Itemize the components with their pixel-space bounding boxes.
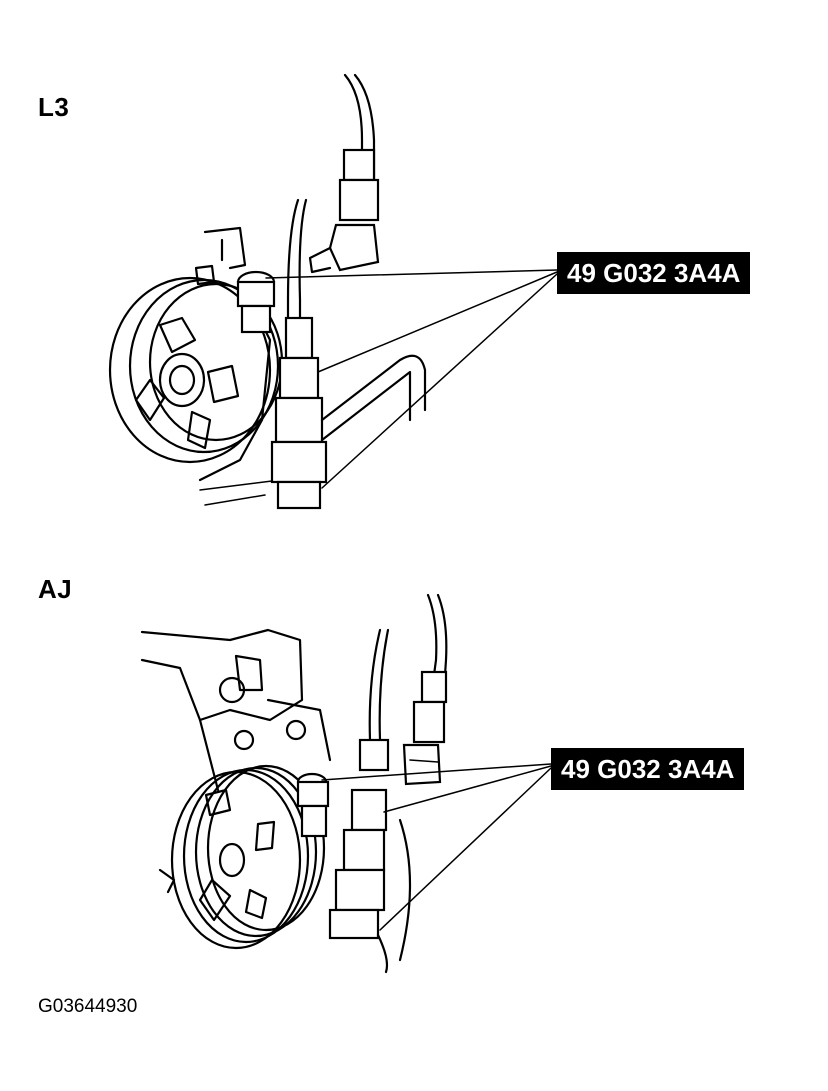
- l3-pump-body: [194, 226, 281, 506]
- aj-upper-pipe: [402, 593, 448, 786]
- section-label-l3: L3: [38, 92, 70, 122]
- tool-callout-l3: 49 G032 3A4A: [557, 252, 751, 294]
- figure-id: G03644930: [38, 996, 138, 1017]
- aj-pump-union-nut: [296, 772, 330, 838]
- aj-leader-lines: [321, 763, 552, 931]
- l3-leader-lines: [265, 269, 558, 489]
- l3-upper-pipe: [308, 73, 380, 274]
- l3-lower-pipe: [270, 198, 427, 510]
- section-label-aj: AJ: [38, 574, 73, 604]
- aj-pump-illustration: [140, 593, 552, 974]
- l3-pump-union-nut: [236, 270, 276, 334]
- aj-pulley: [170, 764, 326, 950]
- aj-lower-pipe: [328, 628, 412, 974]
- tool-callout-aj: 49 G032 3A4A: [551, 748, 745, 790]
- aj-engine-bracket: [140, 628, 332, 894]
- l3-pump-illustration: [108, 73, 558, 510]
